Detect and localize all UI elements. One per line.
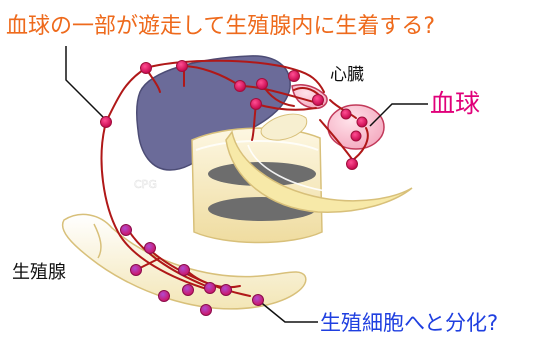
germ-cell bbox=[179, 265, 190, 276]
blood-cell bbox=[177, 61, 188, 72]
blood-cell bbox=[257, 79, 268, 90]
heart-label: 心臓 bbox=[330, 65, 364, 85]
blood-cell bbox=[357, 117, 367, 127]
germ-cell bbox=[121, 225, 132, 236]
germ-cell-label: 生殖細胞へと分化? bbox=[320, 311, 498, 335]
title-pointer-line bbox=[66, 46, 106, 120]
blood-cell-chamber bbox=[328, 105, 384, 149]
blood-cell bbox=[251, 99, 262, 110]
germ-cell bbox=[183, 285, 194, 296]
blood-cell bbox=[341, 109, 351, 119]
germ-cell bbox=[145, 243, 156, 254]
germ-cell bbox=[221, 285, 232, 296]
blood-cell-label: 血球 bbox=[430, 89, 480, 118]
germ-cell bbox=[205, 283, 216, 294]
blood-cell bbox=[101, 117, 112, 128]
germ-cell bbox=[131, 265, 142, 276]
blood-cell bbox=[235, 81, 246, 92]
gonad-label: 生殖腺 bbox=[12, 261, 66, 283]
germ-cell bbox=[201, 305, 212, 316]
blood-cell bbox=[289, 71, 300, 82]
blood-cell bbox=[313, 95, 324, 106]
germ-cell bbox=[159, 291, 170, 302]
blood-cell bbox=[347, 159, 358, 170]
blood-cell bbox=[351, 131, 361, 141]
diagram-title: 血球の一部が遊走して生殖腺内に生着する? bbox=[6, 14, 435, 39]
watermark-text: CPG bbox=[134, 178, 157, 191]
blood-cell bbox=[141, 63, 152, 74]
germ-cell bbox=[253, 295, 264, 306]
